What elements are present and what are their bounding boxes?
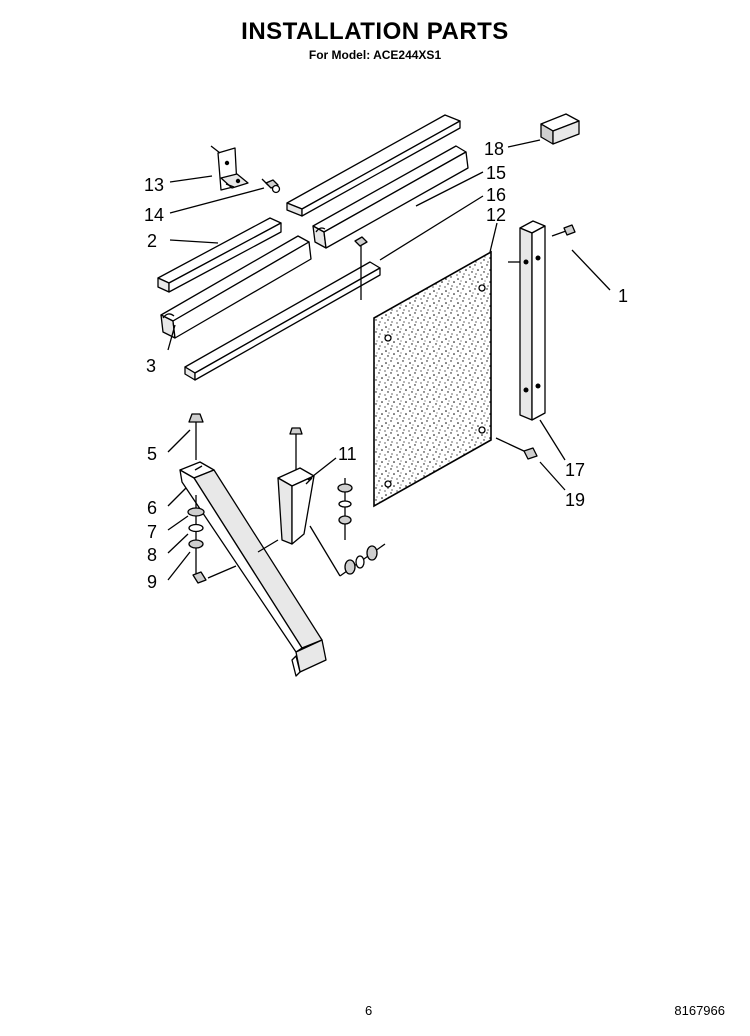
callout-18: 18: [484, 139, 504, 159]
part-16-strip: [184, 236, 381, 381]
callout-17: 17: [565, 460, 585, 480]
leg-assembly: [179, 461, 327, 677]
part-12-panel: [373, 250, 492, 508]
callout-7: 7: [147, 522, 157, 542]
side-washers: [257, 478, 386, 577]
callout-5: 5: [147, 444, 157, 464]
part-19-screw: [495, 437, 538, 460]
callout-19: 19: [565, 490, 585, 510]
part-14-screw: [261, 178, 281, 194]
callout-13: 13: [144, 175, 164, 195]
callout-16: 16: [486, 185, 506, 205]
part-13-bracket: [210, 145, 249, 191]
page-title: INSTALLATION PARTS: [241, 18, 509, 45]
document-number: 8167966: [674, 1003, 725, 1018]
callout-11: 11: [338, 444, 357, 464]
callout-12: 12: [486, 205, 506, 225]
part-3-channel: [160, 235, 312, 339]
part-1-screw: [551, 224, 576, 237]
callout-1: 1: [618, 286, 628, 306]
callout-14: 14: [144, 205, 164, 225]
part-15-channel-rail: [312, 145, 469, 249]
callout-3: 3: [146, 356, 156, 376]
part-11-bracket: [277, 427, 315, 545]
callout-15: 15: [486, 163, 506, 183]
part-2-rail: [157, 217, 282, 293]
leader-lines: [167, 139, 611, 581]
page-number: 6: [365, 1003, 373, 1018]
callout-6: 6: [147, 498, 157, 518]
washer-stack: [187, 495, 237, 584]
model-subtitle: For Model: ACE244XS1: [308, 48, 442, 62]
callout-2: 2: [147, 231, 157, 251]
callout-8: 8: [147, 545, 157, 565]
part-5-screw: [188, 413, 204, 460]
callout-9: 9: [147, 572, 157, 592]
part-18-block: [540, 113, 580, 145]
part-17-side-bracket: [508, 220, 546, 421]
top-rail: [286, 114, 461, 217]
